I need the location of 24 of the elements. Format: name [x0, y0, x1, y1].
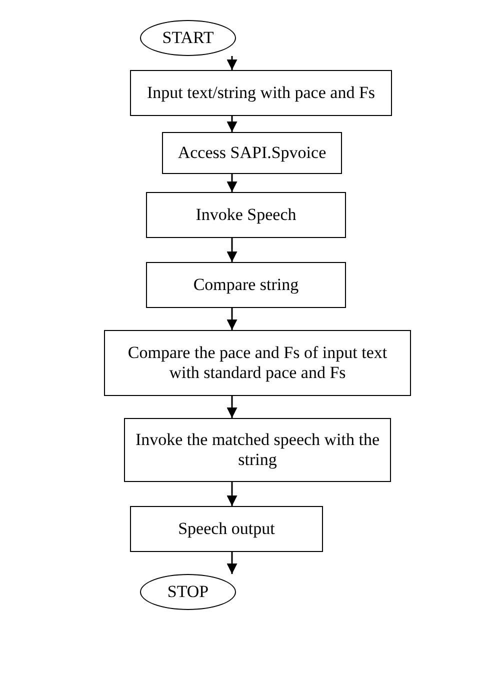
arrow	[226, 482, 238, 506]
arrow	[226, 56, 238, 70]
node-text: Speech output	[178, 518, 275, 540]
node-text: Invoke the matched speech with the string	[134, 430, 381, 470]
process-box	[162, 132, 342, 174]
process-box	[130, 70, 392, 116]
node-text: Input text/string with pace and Fs	[146, 82, 376, 104]
process-box	[124, 418, 391, 482]
node-text: Compare the pace and Fs of input text with standard pace and Fs	[126, 342, 388, 384]
node-text: START	[162, 28, 214, 48]
process-box	[146, 192, 346, 238]
arrow	[226, 308, 238, 330]
process-box	[104, 330, 411, 396]
node-text: STOP	[167, 582, 209, 602]
node-text: Invoke Speech	[196, 204, 296, 226]
node-text: Access SAPI.Spvoice	[178, 142, 326, 164]
arrow	[226, 552, 238, 574]
process-box	[146, 262, 346, 308]
arrow	[226, 116, 238, 132]
node-text: Compare string	[193, 274, 299, 296]
arrow	[226, 396, 238, 418]
process-box	[130, 506, 323, 552]
arrow	[226, 174, 238, 192]
arrow	[226, 238, 238, 262]
